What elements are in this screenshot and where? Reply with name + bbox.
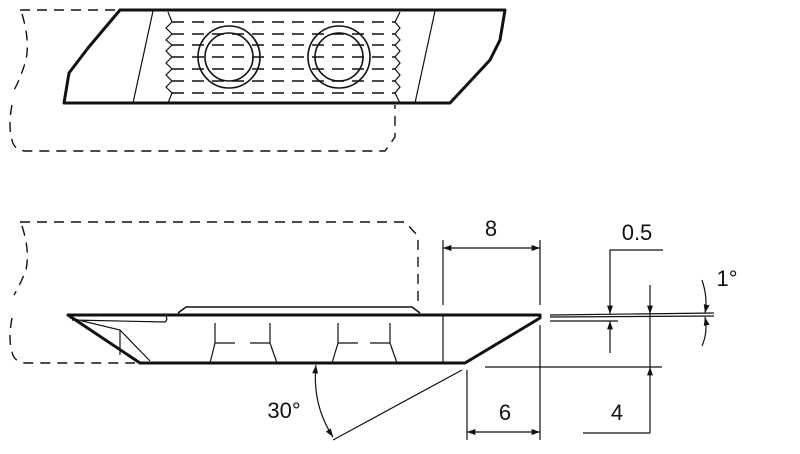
insert-outline-top [62, 8, 507, 105]
edge-line [414, 10, 436, 104]
dimension-6: 6 [466, 325, 541, 440]
dimension-0-5: 0.5 [549, 220, 715, 353]
dim-label-8: 8 [485, 216, 497, 241]
dim-label-30-degree: 30° [267, 398, 300, 423]
dim-label-1-degree: 1° [716, 266, 737, 291]
holder-outline-side [9, 221, 419, 364]
dimension-1-degree: 1° [701, 266, 738, 347]
holder-outline-top [9, 9, 396, 152]
hidden-lines [165, 11, 401, 104]
side-view [9, 221, 542, 365]
dim-label-6: 6 [499, 400, 511, 425]
dim-label-4: 4 [611, 400, 623, 425]
dimension-8: 8 [442, 216, 541, 305]
insert-outline-side [66, 313, 542, 365]
screw-hole-right [307, 25, 371, 89]
dim-label-0-5: 0.5 [622, 220, 653, 245]
screw-hole-left [197, 25, 261, 89]
dimension-4: 4 [485, 285, 662, 434]
top-view [9, 8, 507, 152]
dimension-30-degree: 30° [267, 364, 463, 441]
edge-line [132, 10, 154, 104]
